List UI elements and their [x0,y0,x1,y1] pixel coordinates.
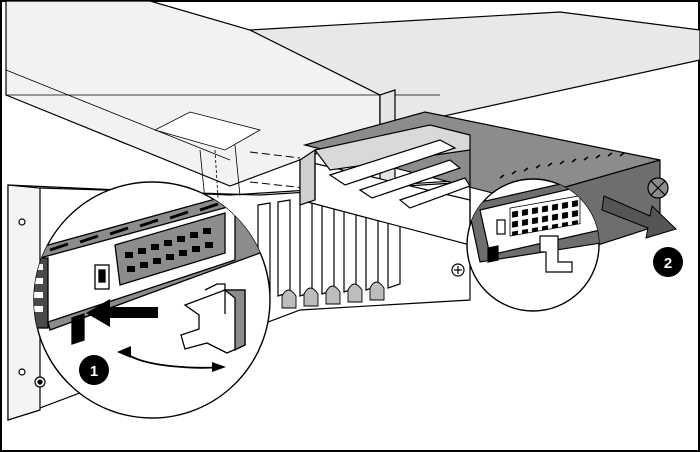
detail-callout-left [33,181,271,419]
travel-path [249,151,306,189]
pull-arrow-left [86,299,158,327]
pull-arrow-right [601,195,677,239]
rotate-arrow [117,346,226,372]
callout-step-1: 1 [79,355,109,385]
callout-label-1: 1 [90,363,98,380]
callout-label-2: 2 [664,255,672,272]
callout-step-2: 2 [653,247,683,277]
